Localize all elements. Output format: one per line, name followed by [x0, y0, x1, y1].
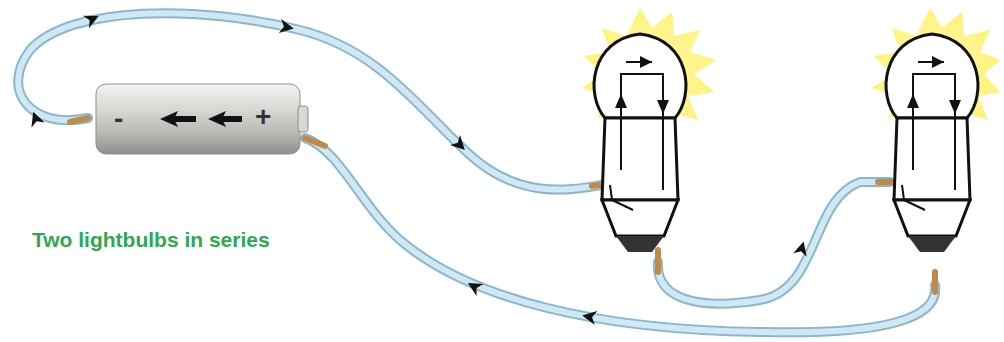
caption-label: Two lightbulbs in series: [32, 228, 270, 252]
light-burst: [582, 8, 716, 134]
terminal-sign: -: [114, 103, 123, 135]
lightbulb: [886, 34, 978, 252]
lightbulb: [594, 34, 686, 252]
battery: [96, 84, 308, 154]
wires: [18, 13, 935, 332]
light-burst: [872, 8, 1000, 134]
terminal-sign: +: [255, 101, 271, 133]
current-arrows: [27, 10, 811, 325]
